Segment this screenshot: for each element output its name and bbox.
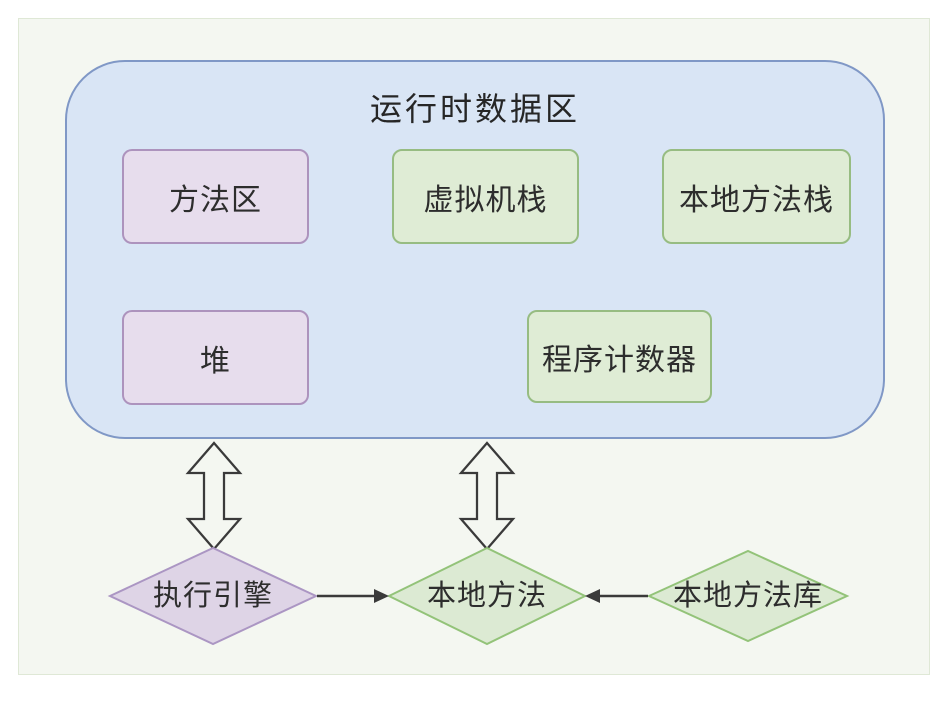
node-native-method-stack: 本地方法栈 [662,149,851,244]
diamond-native-method-label: 本地方法 [426,580,547,612]
diamond-execution-engine [107,546,319,646]
node-heap-label: 堆 [200,344,231,378]
diamond-native-method-library [646,549,850,643]
diamond-execution-engine-label: 执行引擎 [152,580,273,612]
node-vm-stack: 虚拟机栈 [392,149,579,244]
node-heap: 堆 [122,310,309,405]
bidirectional-arrow-icon [185,441,243,551]
node-vm-stack-label: 虚拟机栈 [423,183,548,217]
runtime-data-area-container: 运行时数据区 方法区 虚拟机栈 本地方法栈 堆 程序计数器 [65,60,885,439]
diamond-native-method-library-label: 本地方法库 [672,580,823,612]
node-program-counter: 程序计数器 [527,310,712,403]
arrowhead-right-icon [374,589,389,603]
bidirectional-arrow-icon [458,441,516,551]
runtime-data-area-title: 运行时数据区 [369,91,580,127]
node-method-area: 方法区 [122,149,309,244]
node-program-counter-label: 程序计数器 [542,343,697,377]
node-native-method-stack-label: 本地方法栈 [679,183,834,217]
arrowhead-left-icon [585,589,600,603]
node-method-area-label: 方法区 [169,183,262,217]
